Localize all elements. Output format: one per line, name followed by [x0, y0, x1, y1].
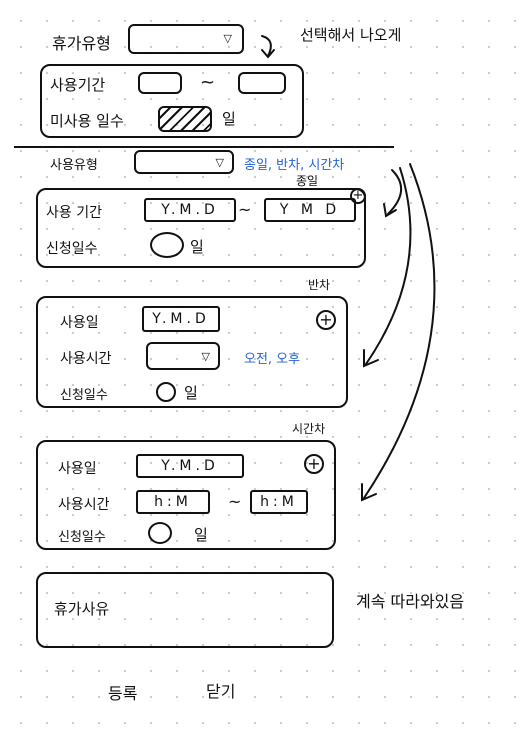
halfday-date-label: 사용일 — [60, 315, 99, 331]
period-tilde: ~ — [200, 72, 216, 93]
arrow-halfday-head — [363, 349, 379, 368]
hourly-date-label: 사용일 — [58, 461, 97, 477]
dropdown-arrow-icon: ▽ — [223, 32, 232, 45]
halfday-day-unit: 일 — [184, 384, 198, 402]
usage-type-note: 종일, 반차, 시간차 — [244, 158, 345, 173]
fullday-start-date[interactable]: Y.M.D — [144, 198, 236, 222]
leave-reason-box[interactable]: 휴가사유 — [36, 572, 334, 648]
unused-days-unit: 일 — [222, 110, 236, 128]
leave-reason-note: 계속 따라와있음 — [356, 592, 465, 611]
period-end-field[interactable] — [238, 72, 286, 94]
halfday-time-select[interactable]: ▽ — [146, 342, 220, 370]
hourly-date-field[interactable]: Y.M.D — [136, 454, 244, 478]
close-button[interactable]: 닫기 — [206, 682, 236, 701]
period-start-field[interactable] — [138, 72, 182, 94]
arrow-top — [261, 35, 272, 57]
unused-days-field — [158, 106, 212, 132]
arrow-fullday — [387, 169, 402, 215]
hourly-box: 사용일 Y.M.D + 사용시간 h:M ~ h:M 신청일수 일 — [36, 440, 336, 550]
halfday-date-field[interactable]: Y.M.D — [142, 306, 220, 332]
hourly-day-unit: 일 — [194, 526, 208, 544]
fullday-end-date[interactable]: Y M D — [264, 198, 356, 222]
usage-type-label: 사용유형 — [50, 158, 98, 173]
arrow-halfday — [365, 167, 412, 365]
hourly-time-label: 사용시간 — [58, 497, 110, 513]
leave-summary-box: 사용기간 ~ 미사용 일수 일 — [40, 64, 304, 138]
fullday-day-unit: 일 — [190, 238, 204, 256]
halfday-days-label: 신청일수 — [60, 388, 108, 403]
hourly-tilde: ~ — [228, 492, 242, 511]
arrow-hourly-head — [361, 483, 377, 502]
arrow-fullday-head — [383, 203, 397, 218]
add-icon[interactable]: + — [304, 454, 324, 474]
halfday-heading: 반차 — [308, 278, 331, 292]
hourly-start-time[interactable]: h:M — [136, 490, 210, 514]
register-button[interactable]: 등록 — [108, 684, 138, 703]
period-label: 사용기간 — [50, 76, 106, 94]
hourly-heading: 시간차 — [292, 422, 326, 436]
fullday-box: 사용 기간 Y.M.D ~ Y M D + 신청일수 일 — [36, 188, 366, 268]
fullday-days-field[interactable] — [150, 232, 184, 258]
leave-type-select[interactable]: ▽ — [128, 24, 244, 54]
halfday-time-label: 사용시간 — [60, 351, 112, 367]
arrow-top-head — [261, 49, 275, 59]
dropdown-arrow-icon: ▽ — [201, 350, 210, 363]
halfday-box: 사용일 Y.M.D + 사용시간 ▽ 오전, 오후 신청일수 일 — [36, 296, 348, 408]
fullday-heading: 종일 — [296, 174, 319, 188]
add-icon[interactable]: + — [316, 310, 336, 330]
section-divider — [14, 146, 394, 148]
usage-type-select[interactable]: ▽ — [134, 150, 234, 174]
leave-reason-label: 휴가사유 — [54, 600, 110, 618]
hourly-days-label: 신청일수 — [58, 530, 106, 545]
unused-days-label: 미사용 일수 — [50, 112, 124, 130]
select-note: 선택해서 나오게 — [300, 26, 402, 44]
fullday-tilde: ~ — [238, 200, 252, 219]
arrow-hourly — [363, 163, 436, 499]
hourly-days-field[interactable] — [148, 522, 172, 544]
fullday-period-label: 사용 기간 — [46, 205, 102, 221]
fullday-days-label: 신청일수 — [46, 241, 98, 257]
halfday-days-field[interactable] — [156, 382, 176, 402]
hourly-end-time[interactable]: h:M — [250, 490, 308, 514]
add-icon[interactable]: + — [350, 188, 366, 204]
dropdown-arrow-icon: ▽ — [215, 156, 224, 169]
leave-type-label: 휴가유형 — [52, 34, 111, 53]
halfday-time-note: 오전, 오후 — [244, 352, 301, 367]
